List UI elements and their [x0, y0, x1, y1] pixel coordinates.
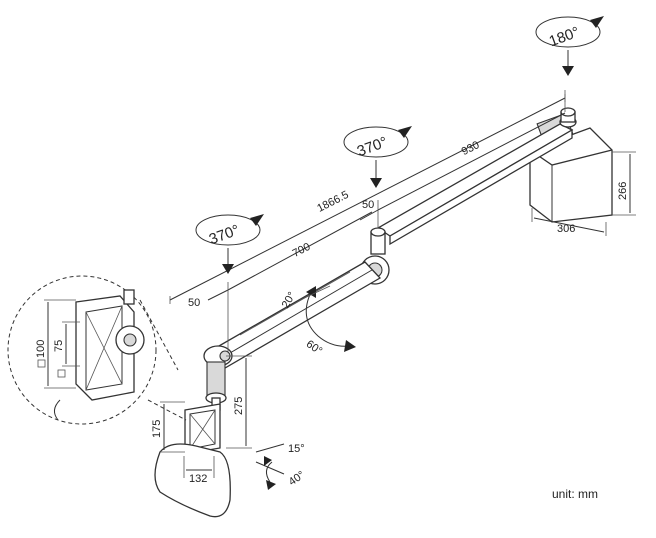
vesa-mount	[154, 403, 231, 518]
mount-width-dimension: 132	[183, 456, 215, 485]
dim-100: 100	[35, 340, 47, 358]
swivel-40: 40°	[287, 469, 308, 488]
lower-arm	[211, 261, 382, 369]
dim-700: 700	[291, 241, 313, 260]
mount-height-dimension: 175	[151, 401, 185, 453]
swivel-15: 15°	[288, 443, 305, 455]
base-height-dimension: 266	[612, 151, 636, 216]
unit-label: unit: mm	[552, 487, 598, 501]
rotation-left: 370°	[195, 214, 264, 274]
dim-175: 175	[151, 420, 163, 438]
dim-266: 266	[617, 182, 629, 200]
dim-50-left: 50	[188, 297, 200, 309]
base-width-dimension: 306	[531, 208, 607, 236]
left-pole	[203, 345, 233, 411]
dim-75: 75	[53, 340, 65, 352]
rotation-mid: 370°	[343, 126, 412, 188]
main-arm	[376, 107, 577, 246]
length-dimensions: 1866.5 930 700 50 50	[169, 90, 566, 352]
dim-275: 275	[233, 397, 245, 415]
dim-1866-5: 1866.5	[315, 189, 350, 215]
tilt-60: 60°	[304, 338, 325, 357]
dim-132: 132	[189, 473, 207, 485]
dim-50-mid: 50	[362, 199, 374, 211]
swivel-indicator: 15° 40°	[255, 443, 308, 490]
pole-height-dimension: 275	[226, 355, 252, 449]
dim-306: 306	[557, 223, 575, 235]
rotation-top: 180°	[535, 16, 604, 76]
detail-callout: 100 75	[7, 275, 187, 425]
